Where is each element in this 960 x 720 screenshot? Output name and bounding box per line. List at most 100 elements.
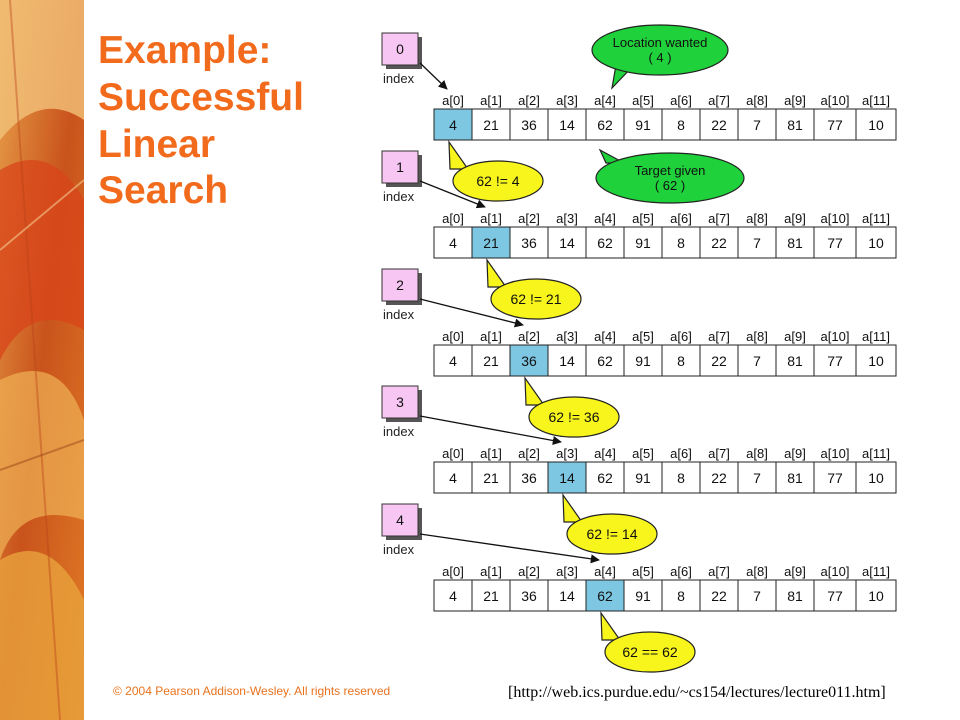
comparison-callout-pointer — [562, 492, 584, 523]
cell-header: a[11] — [862, 329, 890, 344]
cell-header: a[6] — [670, 329, 692, 344]
array-cell — [855, 461, 897, 494]
array-cell — [813, 344, 857, 377]
index-arrow — [419, 180, 486, 209]
cell-value: 4 — [449, 235, 457, 251]
comparison-callout-text: 62 != 14 — [587, 526, 638, 542]
cell-value: 77 — [827, 470, 843, 486]
index-label: index — [383, 71, 415, 86]
autumn-leaves-image — [0, 0, 84, 720]
array-cell — [471, 226, 511, 259]
array-cell — [623, 108, 663, 141]
cell-header: a[2] — [518, 446, 540, 461]
cell-value: 14 — [559, 470, 575, 486]
cell-value: 7 — [753, 470, 761, 486]
cell-header: a[6] — [670, 564, 692, 579]
cell-header: a[6] — [670, 211, 692, 226]
array-cell — [471, 108, 511, 141]
array-cell — [775, 461, 815, 494]
cell-value: 22 — [711, 117, 727, 133]
cell-header: a[5] — [632, 93, 654, 108]
cell-header: a[8] — [746, 211, 768, 226]
title-line: Search — [98, 169, 229, 213]
cell-value: 81 — [787, 235, 803, 251]
cell-value: 21 — [483, 588, 499, 604]
index-label: index — [383, 307, 415, 322]
cell-value: 36 — [521, 235, 537, 251]
cell-header: a[4] — [594, 211, 616, 226]
cell-header: a[5] — [632, 446, 654, 461]
array-cell — [585, 108, 625, 141]
cell-header: a[9] — [784, 329, 806, 344]
array-cell — [471, 461, 511, 494]
array-cell — [433, 344, 473, 377]
cell-header: a[2] — [518, 93, 540, 108]
cell-value: 36 — [521, 117, 537, 133]
cell-value: 14 — [559, 117, 575, 133]
cell-header: a[1] — [480, 329, 502, 344]
cell-header: a[8] — [746, 93, 768, 108]
cell-header: a[1] — [480, 446, 502, 461]
cell-header: a[3] — [556, 564, 578, 579]
cell-value: 8 — [677, 353, 685, 369]
array-cell — [623, 226, 663, 259]
cell-header: a[10] — [821, 564, 850, 579]
cell-value: 22 — [711, 235, 727, 251]
cell-header: a[11] — [862, 446, 890, 461]
cell-value: 4 — [449, 117, 457, 133]
cell-value: 62 — [597, 353, 613, 369]
cell-value: 36 — [521, 470, 537, 486]
array-cell — [855, 226, 897, 259]
array-cell — [547, 461, 587, 494]
comparison-callout-pointer — [448, 139, 470, 170]
cell-header: a[5] — [632, 211, 654, 226]
cell-header: a[7] — [708, 329, 730, 344]
cell-header: a[2] — [518, 211, 540, 226]
cell-value: 14 — [559, 353, 575, 369]
array-cell — [813, 226, 857, 259]
cell-value: 77 — [827, 235, 843, 251]
array-cell — [623, 579, 663, 612]
array-cell — [775, 579, 815, 612]
cell-header: a[0] — [442, 211, 464, 226]
comparison-callout-text: 62 != 4 — [476, 173, 519, 189]
title-line: Successful — [98, 75, 304, 119]
cell-value: 77 — [827, 588, 843, 604]
cell-header: a[10] — [821, 446, 850, 461]
cell-header: a[0] — [442, 564, 464, 579]
cell-value: 8 — [677, 235, 685, 251]
cell-header: a[9] — [784, 564, 806, 579]
index-box — [381, 32, 419, 66]
cell-value: 10 — [868, 235, 884, 251]
cell-header: a[6] — [670, 446, 692, 461]
cell-header: a[3] — [556, 93, 578, 108]
cell-header: a[1] — [480, 211, 502, 226]
slide-title: Example: Successful Linear Search — [98, 28, 304, 215]
cell-value: 10 — [868, 353, 884, 369]
cell-header: a[8] — [746, 446, 768, 461]
array-cell — [433, 461, 473, 494]
index-value: 1 — [396, 159, 404, 175]
comparison-callout-pointer — [600, 610, 622, 641]
array-cell — [855, 344, 897, 377]
cell-header: a[5] — [632, 329, 654, 344]
index-box — [381, 503, 419, 537]
cell-value: 22 — [711, 588, 727, 604]
cell-value: 81 — [787, 117, 803, 133]
cell-value: 7 — [753, 588, 761, 604]
source-citation: [http://web.ics.purdue.edu/~cs154/lectur… — [508, 684, 886, 701]
cell-value: 91 — [635, 117, 651, 133]
array-cell — [509, 108, 549, 141]
index-box — [381, 268, 419, 302]
array-cell — [661, 108, 701, 141]
cell-value: 81 — [787, 588, 803, 604]
index-arrow — [419, 415, 562, 445]
cell-value: 8 — [677, 588, 685, 604]
comparison-callout-pointer — [486, 257, 508, 288]
cell-header: a[7] — [708, 446, 730, 461]
cell-value: 8 — [677, 117, 685, 133]
index-value: 0 — [396, 41, 404, 57]
cell-value: 21 — [483, 117, 499, 133]
index-value: 3 — [396, 394, 404, 410]
index-value: 4 — [396, 512, 404, 528]
